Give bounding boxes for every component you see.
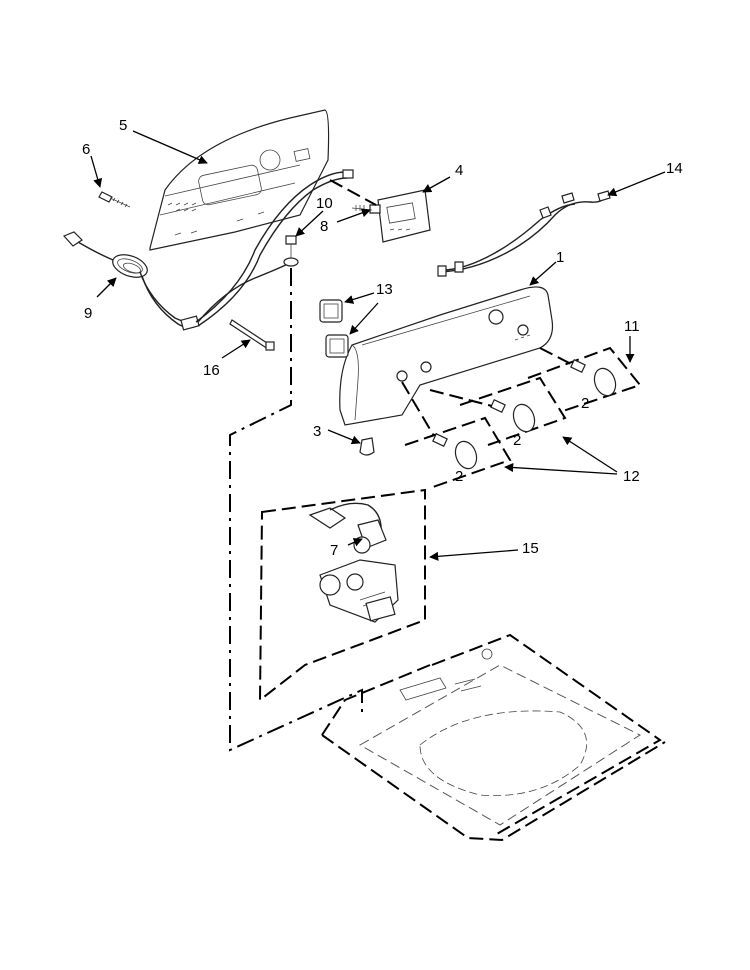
callout-11: 11 [624, 318, 640, 335]
callout-2-c: 2 [455, 468, 463, 485]
wire-harness [437, 190, 611, 277]
callout-15: 15 [522, 540, 539, 557]
cable-tie [229, 319, 275, 351]
callout-16: 16 [203, 362, 220, 379]
callout-3: 3 [313, 423, 321, 440]
callout-9: 9 [84, 305, 92, 322]
callout-labels: 1 2 2 2 3 4 5 6 7 8 9 10 11 12 13 14 15 … [82, 117, 683, 559]
clip [359, 437, 375, 456]
console [339, 286, 554, 426]
callout-7: 7 [330, 542, 338, 559]
callout-13: 13 [376, 281, 393, 298]
top-frame [321, 633, 666, 842]
ground-screw [283, 235, 299, 267]
screw-6 [98, 191, 131, 208]
callout-5: 5 [119, 117, 127, 134]
callout-4: 4 [455, 162, 463, 179]
rear-panel [149, 109, 330, 251]
callout-6: 6 [82, 141, 90, 158]
valve-box [258, 488, 426, 703]
switches [319, 299, 349, 358]
power-cord [62, 169, 354, 331]
leader-lines [90, 130, 666, 561]
callout-10: 10 [316, 195, 333, 212]
callout-2-b: 2 [513, 432, 521, 449]
callout-12: 12 [623, 468, 640, 485]
control-board [351, 189, 431, 243]
callout-2-a: 2 [581, 395, 589, 412]
callout-8: 8 [320, 218, 328, 235]
callout-1: 1 [556, 249, 564, 266]
callout-14: 14 [666, 160, 683, 177]
knob-group [401, 346, 642, 489]
